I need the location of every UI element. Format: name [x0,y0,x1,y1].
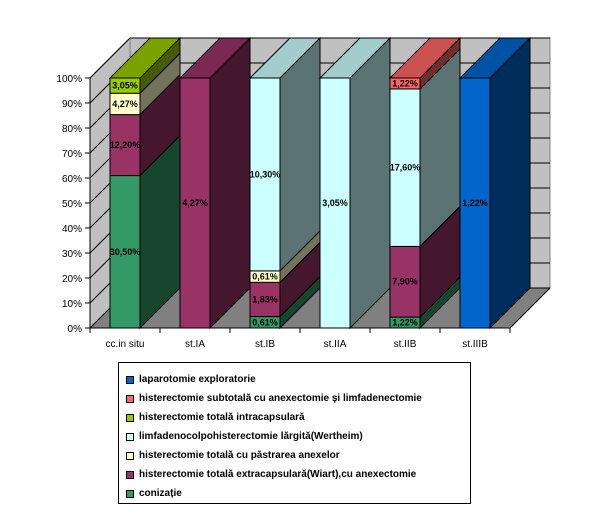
bar-stack [178,36,252,330]
y-tick-label: 100% [56,74,82,85]
legend-entry: histerectomie totală intracapsulară [126,408,470,427]
y-tick-label: 80% [62,124,82,135]
bar-segment [319,77,351,329]
bar-segment [249,281,281,318]
legend-label: histerectomie subtotală cu anexectomie ș… [139,393,422,404]
y-tick-label: 60% [62,174,82,185]
legend-entry: histerectomie totală extracapsulară(Wiar… [126,465,470,484]
bar-segment-side [209,36,251,330]
bar-stack [248,36,322,330]
legend-label: laparotomie exploratorie [139,374,256,385]
data-label: 12,20% [110,140,141,150]
y-tick-label: 20% [62,274,82,285]
x-tick-label: cc.in situ [106,339,145,350]
bar-segment-side [279,36,321,273]
bar-segment-top [318,37,392,79]
y-tick-label: 70% [62,149,82,160]
chart-legend: laparotomie exploratorie histerectomie su… [118,362,471,504]
data-label: 30,50% [110,247,141,257]
legend-swatch [126,470,134,479]
data-label: 4,27% [112,99,138,109]
data-label: 1,83% [252,294,278,304]
data-label: 17,60% [390,163,421,173]
bar-segment-top [248,37,322,79]
legend-entry: laparotomie exploratorie [126,370,470,389]
legend-swatch [126,413,134,422]
legend-entry: histerectomie subtotală cu anexectomie ș… [126,389,470,408]
bar-stack [318,36,392,330]
data-label: 3,05% [322,198,348,208]
legend-swatch [126,394,134,403]
legend-entry: histerectomie totală cu păstrarea anexel… [126,446,470,465]
data-label: 1,22% [392,318,418,328]
legend-label: histerectomie totală intracapsulară [139,412,305,423]
bar-segment [249,77,281,272]
legend-label: histerectomie totală cu păstrarea anexel… [139,450,340,461]
legend-swatch [126,489,134,498]
bar-segment-top [458,37,532,79]
y-tick-label: 10% [62,299,82,310]
legend-label: limfadenocolpohisterectomie lărgită(Wert… [139,431,363,442]
x-tick-label: st.IIA [324,339,347,350]
data-label: 7,90% [392,277,418,287]
x-tick-label: st.IB [255,339,275,350]
data-label: 3,05% [112,81,138,91]
gridline [89,37,550,79]
x-tick-label: st.IIB [394,339,417,350]
bar-segment-top [108,37,182,79]
y-tick-label: 30% [62,249,82,260]
y-tick-label: 40% [62,224,82,235]
data-label: 0,61% [252,317,278,327]
y-tick-label: 0% [68,324,83,335]
legend-entry: conizație [126,484,470,503]
bar-segment [389,245,421,318]
data-label: 1,22% [392,78,418,88]
bar-stack [458,36,532,330]
bar-segment [109,175,141,329]
y-tick-label: 50% [62,199,82,210]
bar-segment-side [489,36,531,330]
bar-segment [459,77,491,329]
legend-swatch [126,451,134,460]
data-label: 10,30% [250,169,281,179]
legend-swatch [126,432,134,441]
bar-segment [179,77,211,329]
data-label: 4,27% [182,198,208,208]
legend-swatch [126,375,134,384]
bar-segment-top [388,37,462,79]
legend-label: histerectomie totală extracapsulară(Wiar… [139,469,417,480]
legend-entry: limfadenocolpohisterectomie lărgită(Wert… [126,427,470,446]
x-tick-label: st.IIIB [462,339,488,350]
bar-stack [108,36,182,330]
y-tick-label: 90% [62,99,82,110]
x-axis-depth [509,287,551,329]
bar-segment-side [349,36,391,330]
bar-segment [109,114,141,177]
data-label: 1,22% [462,198,488,208]
data-label: 0,61% [252,272,278,282]
stacked-bar-chart: 0% 10% 20% 30% 40% 50% 60% 70% 80% 90% 100% cc.in s… [56,36,552,350]
bar-segment-top [178,37,252,79]
legend-label: conizație [139,488,182,499]
bar-segment [389,88,421,247]
x-tick-label: st.IA [185,339,205,350]
